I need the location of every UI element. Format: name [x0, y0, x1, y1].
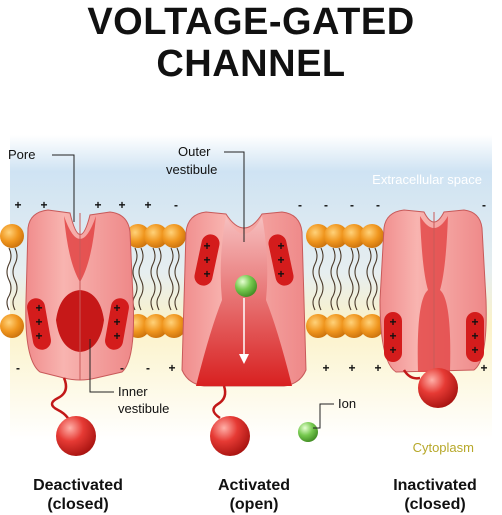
state-2-status: (open) [229, 496, 279, 513]
plus-charge: + [322, 361, 329, 375]
state-caption-deactivated: Deactivated (closed) [8, 476, 148, 514]
inner-vestibule-label-1: Inner [118, 384, 148, 399]
lipid-head [360, 224, 384, 248]
plus-charge: + [389, 329, 396, 343]
plus-charge: + [471, 315, 478, 329]
minus-charge: - [350, 198, 354, 212]
lipid-tail [174, 247, 180, 311]
leader-lines [52, 151, 334, 429]
cytoplasm-label: Cytoplasm [413, 440, 474, 455]
inner-vestibule-label-2: vestibule [118, 401, 169, 416]
state-caption-activated: Activated (open) [184, 476, 324, 514]
minus-charge: - [16, 361, 20, 375]
channel-inactivated [379, 209, 487, 408]
inactivation-ball-2 [210, 416, 250, 456]
plus-charge: + [389, 315, 396, 329]
plus-charge: + [471, 343, 478, 357]
lipid-head [360, 314, 384, 338]
lipid-head [324, 224, 348, 248]
plus-charge: + [94, 198, 101, 212]
state-3-status: (closed) [404, 496, 466, 513]
lipid-head [342, 224, 366, 248]
lipid-head [306, 314, 330, 338]
lipid-head [0, 224, 24, 248]
lipid-head [162, 224, 186, 248]
plus-charge: + [203, 253, 210, 267]
title-line-1: VOLTAGE-GATED [87, 1, 415, 43]
ion-in-pore [235, 275, 257, 297]
plus-charge: + [35, 329, 42, 343]
plus-charge: + [374, 361, 381, 375]
plus-charge: + [144, 198, 151, 212]
plus-charge: + [118, 198, 125, 212]
plus-charge: + [480, 361, 487, 375]
lipid-tail [156, 247, 162, 311]
lipid-tail [12, 247, 18, 311]
minus-charge: - [482, 198, 486, 212]
state-1-status: (closed) [47, 496, 109, 513]
state-caption-inactivated: Inactivated (closed) [370, 476, 500, 514]
lipid-tail [330, 247, 336, 311]
lipid-head [144, 314, 168, 338]
inactivation-ball-3 [418, 368, 458, 408]
plus-charge: + [113, 301, 120, 315]
lipid-tail [168, 247, 174, 311]
channel-activated [181, 211, 307, 456]
ion-label: Ion [338, 396, 356, 411]
plus-charge: + [203, 267, 210, 281]
plus-charge: + [277, 267, 284, 281]
plus-charge: + [35, 315, 42, 329]
plus-charge: + [35, 301, 42, 315]
lipid-head [126, 224, 150, 248]
membrane-charges: +++++---------+++++++++++++++++++++++ [14, 198, 487, 375]
plus-charge: + [277, 239, 284, 253]
extracellular-label: Extracellular space [372, 172, 482, 187]
minus-charge: - [146, 361, 150, 375]
state-2-name: Activated [217, 477, 291, 494]
lipid-head [306, 224, 330, 248]
title-line-2: CHANNEL [156, 43, 346, 85]
outer-vestibule-label-2: vestibule [166, 162, 217, 177]
channel-deactivated [25, 209, 134, 456]
lipid-tail [150, 247, 156, 311]
plus-charge: + [113, 329, 120, 343]
plus-charge: + [40, 198, 47, 212]
plus-charge: + [168, 361, 175, 375]
minus-charge: - [120, 361, 124, 375]
lipid-head [144, 224, 168, 248]
pore-label: Pore [8, 147, 35, 162]
minus-charge: - [174, 198, 178, 212]
lipid-tail [354, 247, 360, 311]
plus-charge: + [348, 361, 355, 375]
outer-vestibule-label-1: Outer [178, 144, 211, 159]
free-ion [298, 422, 318, 442]
lipid-tail [336, 247, 342, 311]
minus-charge: - [376, 198, 380, 212]
lipid-head [324, 314, 348, 338]
minus-charge: - [324, 198, 328, 212]
lipid-tail [312, 247, 318, 311]
plus-charge: + [471, 329, 478, 343]
plus-charge: + [277, 253, 284, 267]
lipid-head [342, 314, 366, 338]
plus-charge: + [203, 239, 210, 253]
lipid-head [162, 314, 186, 338]
lipid-tail [366, 247, 372, 311]
lipid-tail [138, 247, 144, 311]
minus-charge: - [298, 198, 302, 212]
lipid-heads [0, 224, 384, 338]
lipid-tail [6, 247, 12, 311]
lipid-tails [6, 247, 378, 311]
lipid-tail [372, 247, 378, 311]
lipid-tail [318, 247, 324, 311]
plus-charge: + [389, 343, 396, 357]
state-3-name: Inactivated [393, 477, 477, 494]
state-1-name: Deactivated [33, 477, 123, 494]
lipid-tail [348, 247, 354, 311]
inactivation-ball [56, 416, 96, 456]
plus-charge: + [113, 315, 120, 329]
plus-charge: + [14, 198, 21, 212]
lipid-head [0, 314, 24, 338]
